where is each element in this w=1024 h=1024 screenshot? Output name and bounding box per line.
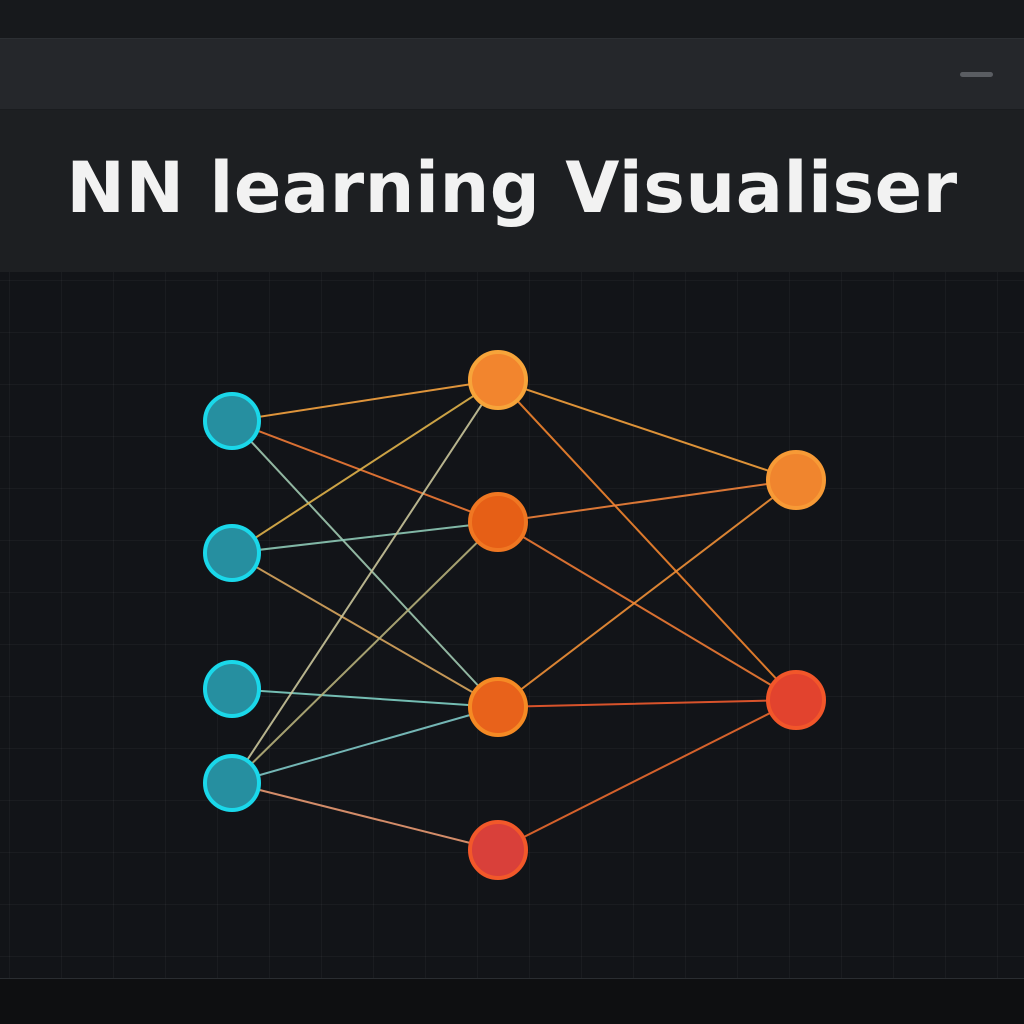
header: NN learning Visualiser xyxy=(0,110,1024,272)
toolbar xyxy=(0,39,1024,110)
edge-i2-h2 xyxy=(231,521,499,554)
edge-i1-h1 xyxy=(231,379,499,422)
edge-i1-h3 xyxy=(231,420,499,708)
output-node-o1[interactable] xyxy=(766,450,826,510)
hidden-node-h4[interactable] xyxy=(468,820,528,880)
edge-h1-o2 xyxy=(497,379,797,701)
input-node-i2[interactable] xyxy=(203,524,261,582)
edge-i4-h4 xyxy=(231,782,499,851)
network-diagram xyxy=(203,350,826,880)
hidden-node-h2[interactable] xyxy=(468,492,528,552)
edge-h3-o2 xyxy=(497,699,797,708)
edge-i3-h3 xyxy=(231,688,499,708)
hidden-node-h3[interactable] xyxy=(468,677,528,737)
edge-i4-h1 xyxy=(231,379,499,784)
edge-h2-o2 xyxy=(497,521,797,701)
input-node-i1[interactable] xyxy=(203,392,261,450)
input-node-i4[interactable] xyxy=(203,754,261,812)
edge-i1-h2 xyxy=(231,420,499,523)
edge-h3-o1 xyxy=(497,479,797,708)
edge-h4-o2 xyxy=(497,699,797,851)
edge-i4-h3 xyxy=(231,706,499,784)
title-bar xyxy=(0,0,1024,39)
hidden-node-h1[interactable] xyxy=(468,350,528,410)
input-node-i3[interactable] xyxy=(203,660,261,718)
edge-i2-h1 xyxy=(231,379,499,554)
edge-h1-o1 xyxy=(497,379,797,481)
nodes-group xyxy=(203,350,826,880)
status-bar xyxy=(0,978,1024,1024)
minimize-icon[interactable] xyxy=(960,72,993,77)
output-node-o2[interactable] xyxy=(766,670,826,730)
page-title: NN learning Visualiser xyxy=(66,147,958,229)
edge-h2-o1 xyxy=(497,479,797,523)
edges-group xyxy=(231,379,797,851)
edge-i2-h3 xyxy=(231,552,499,708)
edge-i4-h2 xyxy=(231,521,499,784)
network-canvas xyxy=(0,272,1024,978)
